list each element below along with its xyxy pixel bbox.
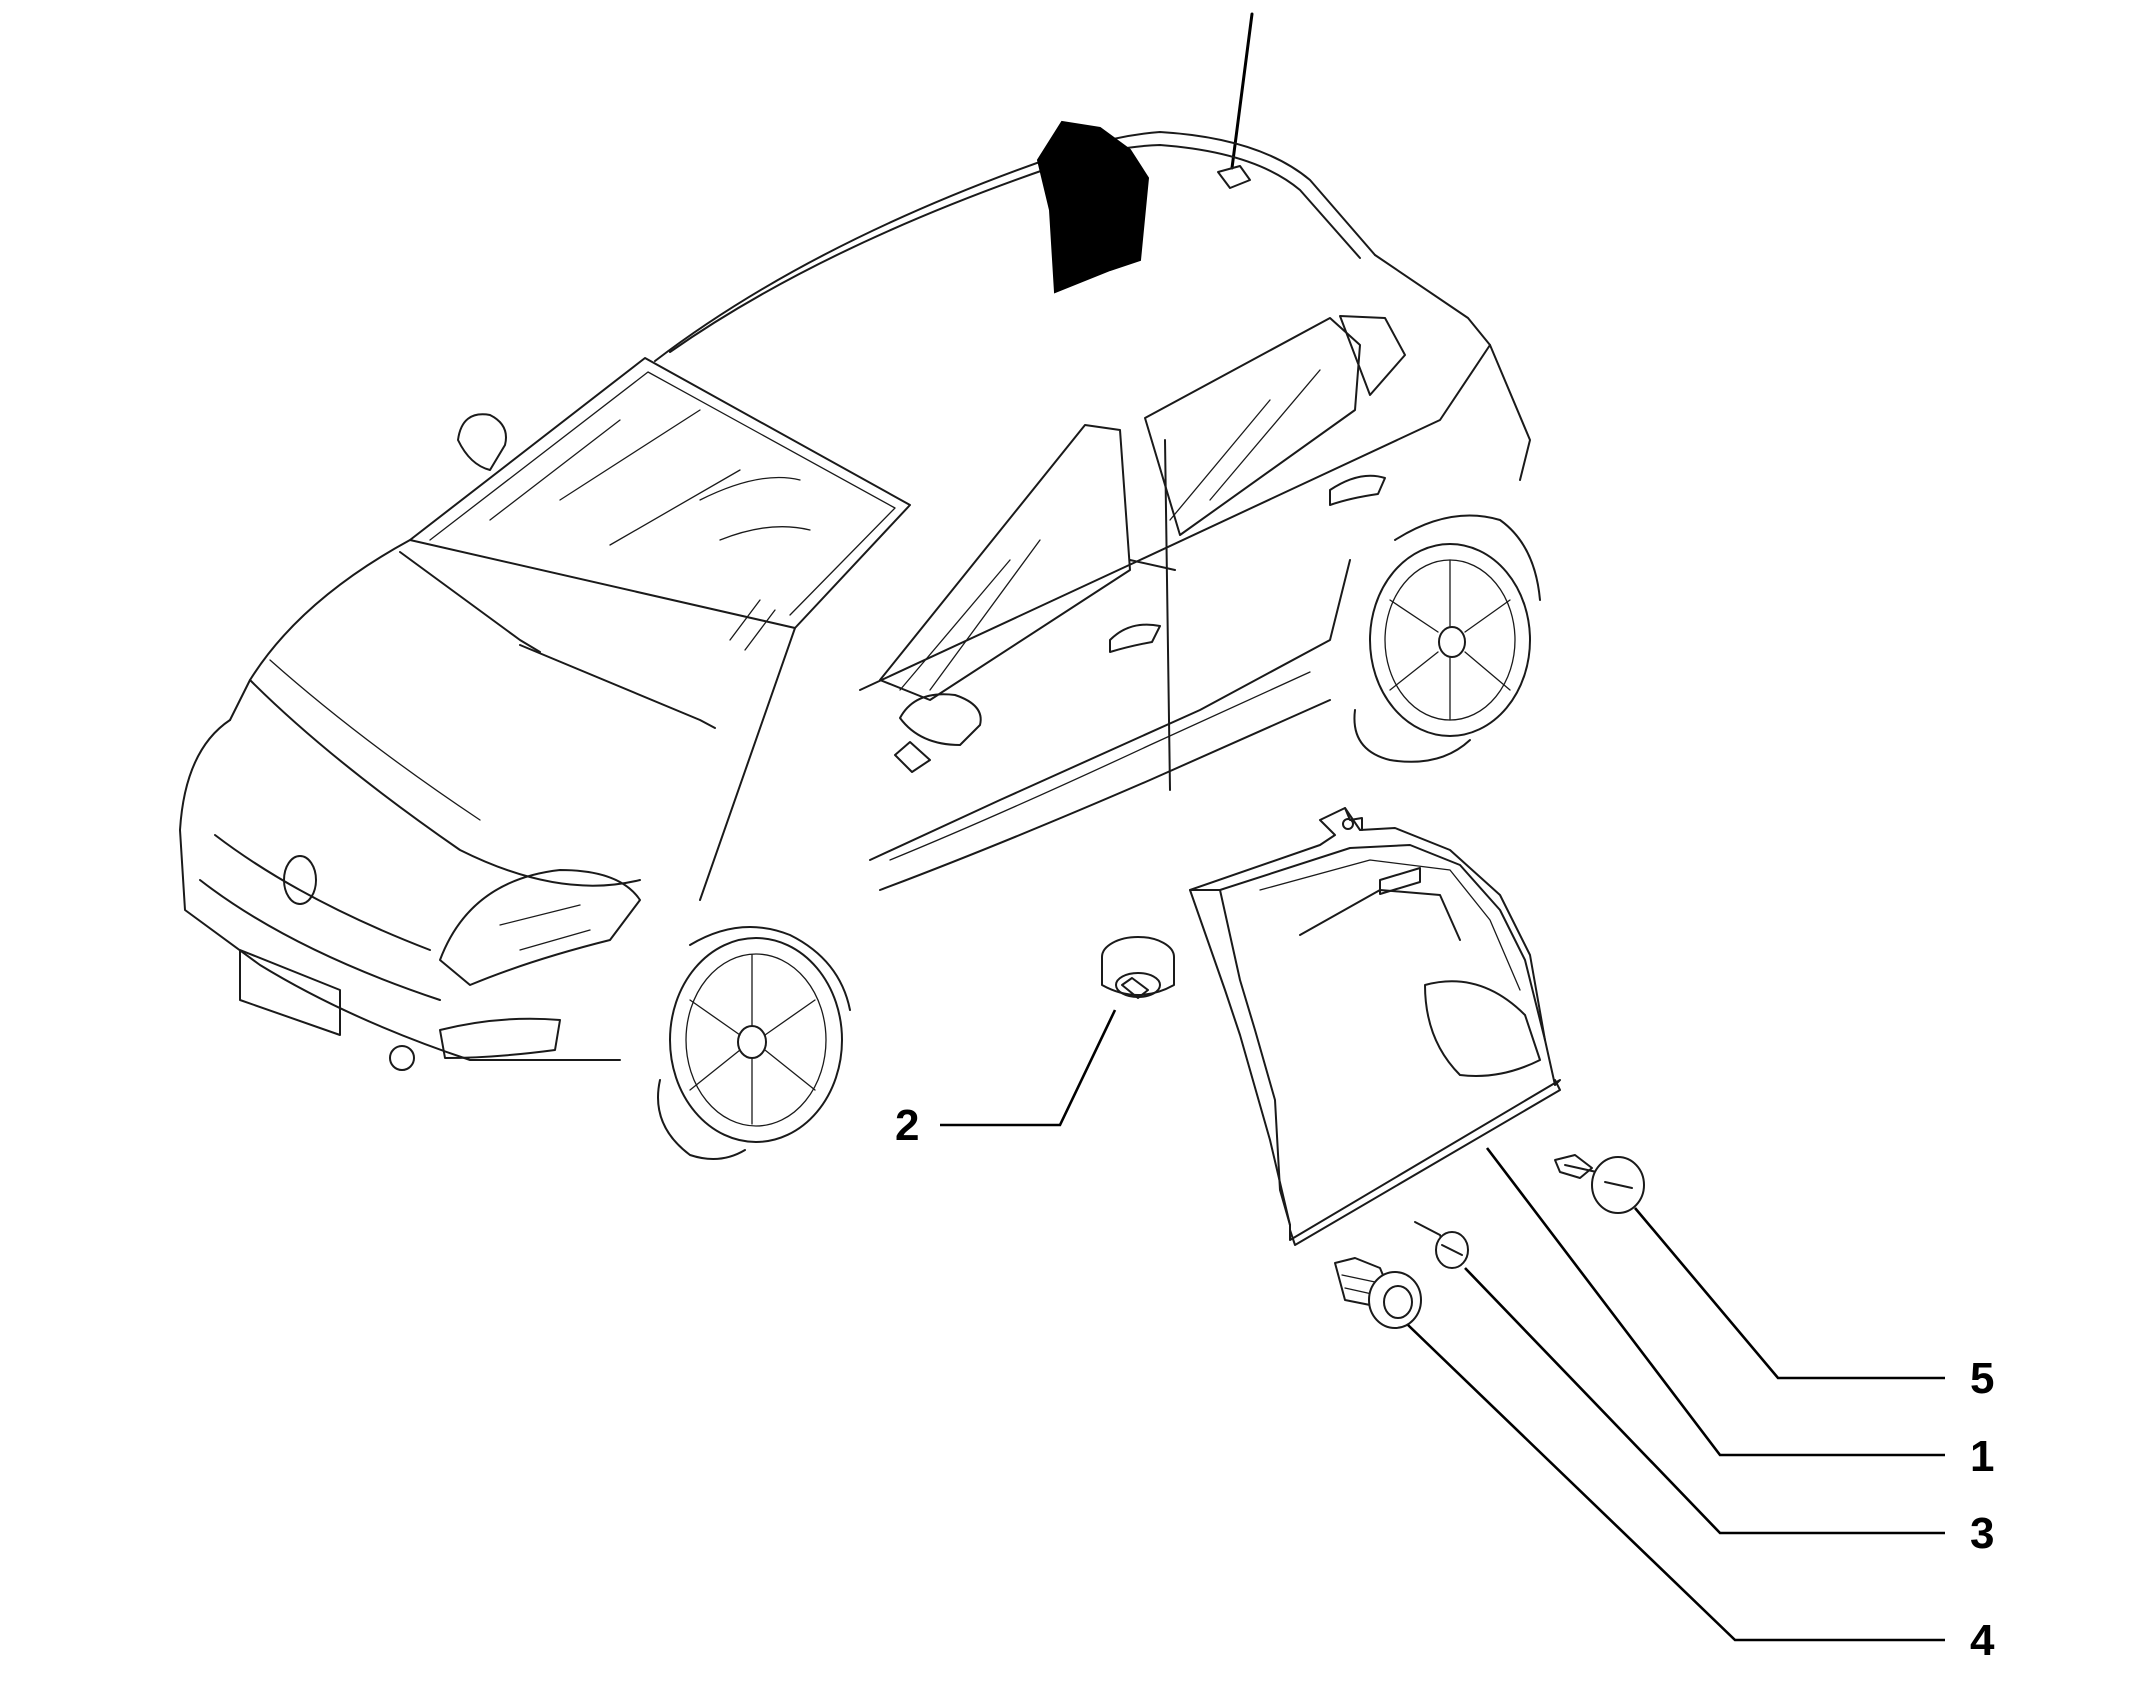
roof-liner-highlight (1036, 120, 1150, 294)
car-front (179, 719, 641, 1071)
callout-1: 1 (1970, 1432, 1994, 1481)
part-2-grommet (1101, 936, 1175, 999)
part-3-screw (1414, 1221, 1469, 1269)
callout-labels: 2 5 1 3 4 (895, 1101, 1995, 1665)
leader-3 (1464, 1267, 1945, 1535)
part-5-push-clip (1554, 1154, 1645, 1214)
callout-2: 2 (895, 1101, 919, 1150)
leader-5 (1634, 1207, 1945, 1380)
car-hood (229, 539, 796, 901)
car-body-side (859, 344, 1531, 891)
side-windows (879, 315, 1406, 701)
part-4-fir-tree-clip (1334, 1257, 1422, 1329)
callout-4: 4 (1970, 1616, 1995, 1665)
leader-4 (1407, 1324, 1945, 1642)
roof-antenna (1217, 12, 1254, 189)
leader-2 (940, 1009, 1117, 1127)
windshield (409, 357, 911, 651)
leader-lines (940, 1009, 1945, 1642)
callout-3: 3 (1970, 1509, 1994, 1558)
callout-5: 5 (1970, 1354, 1994, 1403)
left-side-mirror (457, 413, 507, 471)
rear-wheel (1353, 514, 1541, 763)
leader-1 (1485, 1147, 1945, 1457)
car-illustration (179, 12, 1541, 1160)
part-1-wheelhouse-panel (1189, 807, 1561, 1246)
front-wheel (657, 926, 851, 1160)
